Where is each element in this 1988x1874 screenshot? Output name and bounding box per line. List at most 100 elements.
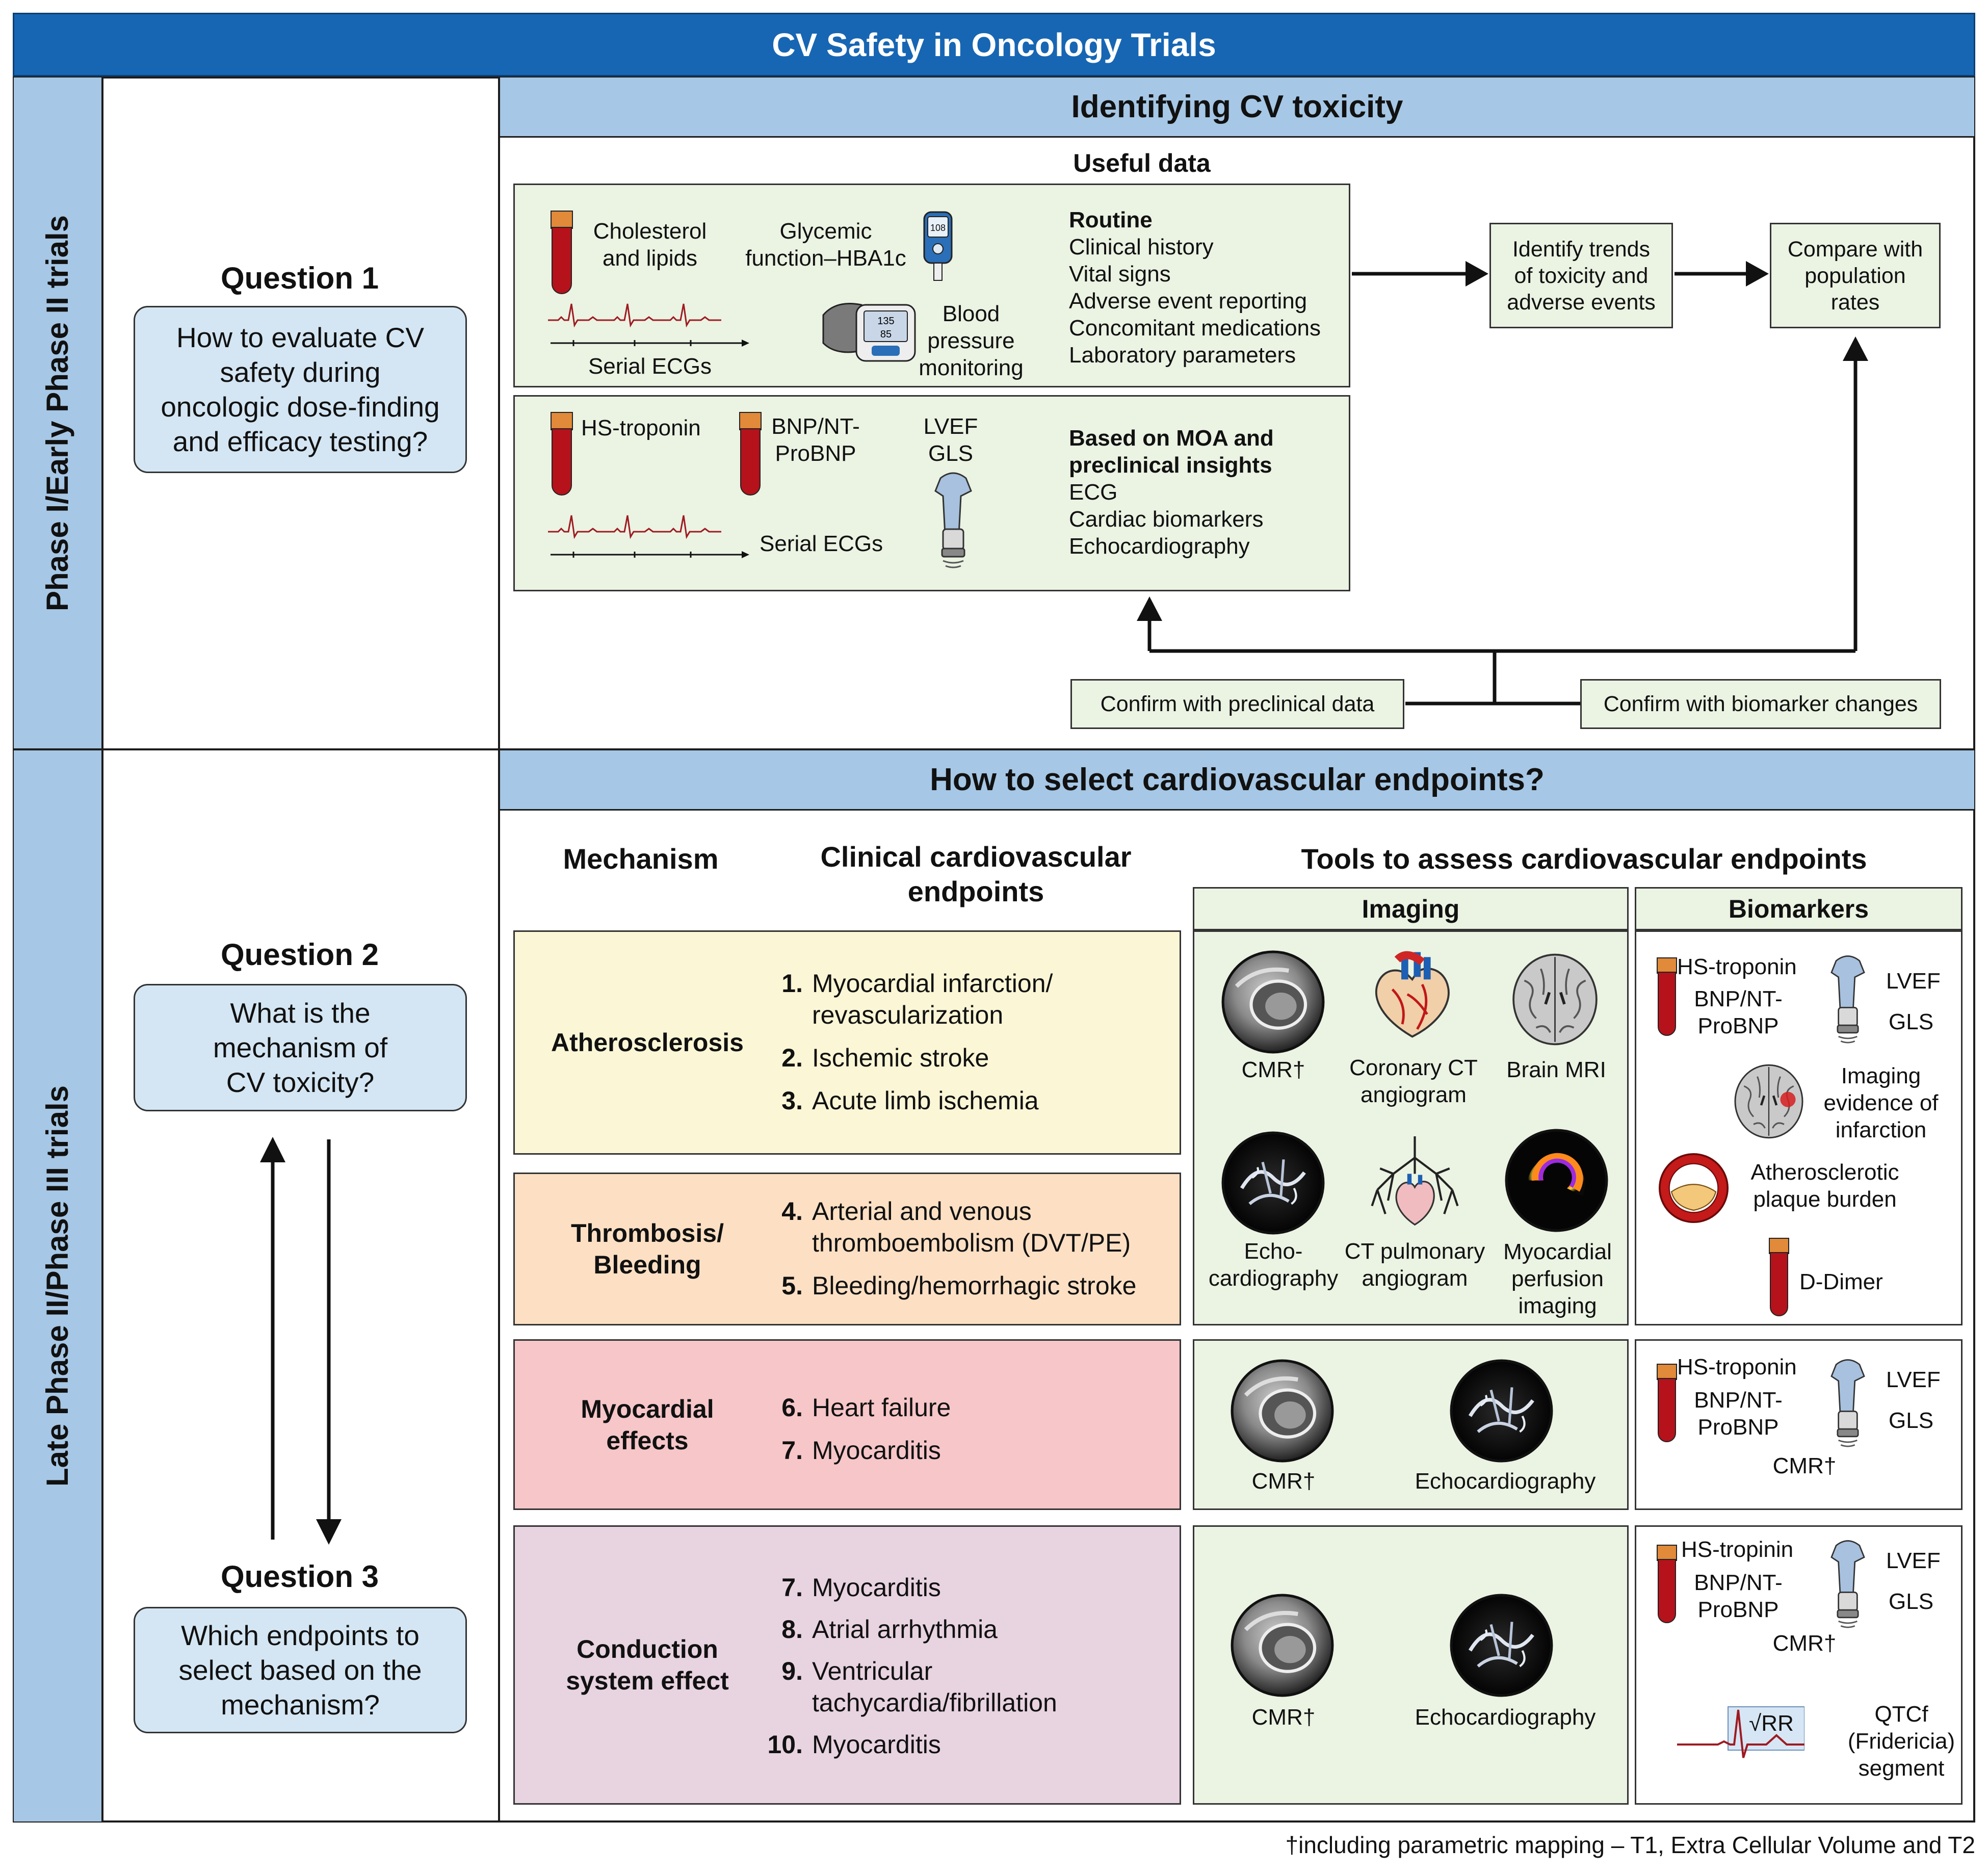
identifying-cv-toxicity-header: Identifying CV toxicity: [500, 77, 1974, 138]
lvef-label: LVEF: [1886, 1367, 1941, 1392]
question-1-title: Question 1: [220, 261, 379, 295]
biomarkers-panel-1: HS-troponin BNP/NT- ProBNP LVEF GLS Imag…: [1635, 930, 1963, 1325]
endpoint-item: 7.Myocarditis: [781, 1573, 941, 1602]
footnote: †including parametric mapping – T1, Extr…: [1285, 1832, 1975, 1858]
moa-item: Echocardiography: [1069, 534, 1250, 559]
cmr-label: CMR†: [1251, 1704, 1316, 1730]
endpoint-item: 1.Myocardial infarction/ revascularizati…: [781, 969, 1053, 1029]
glucometer-reading: 108: [930, 223, 946, 233]
glycemic-label: Glycemic function–HBA1c: [745, 219, 906, 271]
serial-ecgs-label: Serial ECGs: [588, 353, 712, 379]
biomarkers-panel-3: HS-tropinin BNP/NT- ProBNP LVEF GLS CMR†…: [1635, 1525, 1963, 1805]
mechanism-column-header: Mechanism: [563, 843, 719, 875]
brain-mri-label: Brain MRI: [1506, 1057, 1606, 1082]
timeline-arrow-icon: [548, 338, 752, 348]
blood-vial-icon: [1769, 1238, 1789, 1316]
endpoint-item: 2.Ischemic stroke: [781, 1044, 989, 1072]
arrow-head-icon: [1137, 596, 1162, 621]
endpoint-item: 10.Myocarditis: [767, 1730, 941, 1759]
arrow-head-icon: [1843, 336, 1868, 361]
routine-item: Clinical history: [1069, 235, 1214, 259]
question-1-box: How to evaluate CV safety during oncolog…: [134, 306, 467, 473]
qtcf-label: QTCf (Fridericia) segment: [1847, 1701, 1955, 1781]
moa-data-box: HS-troponin BNP/NT- ProBNP LVEF GLS Seri…: [513, 395, 1350, 591]
imaging-evidence-label: Imaging evidence of infarction: [1823, 1063, 1939, 1142]
mechanism-name: Myocardial effects: [581, 1394, 714, 1455]
ultrasound-probe-icon: [1820, 1534, 1876, 1631]
confirm-biomarker-box: Confirm with biomarker changes: [1580, 679, 1941, 729]
mechanism-name: Atherosclerosis: [551, 1028, 744, 1057]
phase2-side-label: Late Phase II/Phase III trials: [40, 1085, 75, 1487]
question-2-title: Question 2: [220, 937, 379, 972]
endpoint-item: 8.Atrial arrhythmia: [781, 1615, 998, 1644]
ddimer-label: D-Dimer: [1799, 1269, 1883, 1294]
column-divider-2: [498, 76, 500, 1823]
sqrt-rr-label: √RR: [1749, 1711, 1794, 1736]
routine-item: Adverse event reporting: [1069, 289, 1307, 314]
bnp-label: BNP/NT- ProBNP: [1694, 1570, 1783, 1622]
mechanism-name: Conduction system effect: [566, 1635, 729, 1695]
moa-item: Cardiac biomarkers: [1069, 507, 1264, 532]
select-endpoints-header: How to select cardiovascular endpoints?: [500, 750, 1974, 811]
compare-population-box: Compare with population rates: [1770, 223, 1941, 328]
cmr-image-icon: [1221, 950, 1325, 1054]
serial-ecgs-label: Serial ECGs: [760, 531, 883, 556]
question-3-box: Which endpoints to select based on the m…: [134, 1607, 467, 1733]
hs-tropinin-label: HS-tropinin: [1681, 1537, 1794, 1562]
endpoint-item: 3.Acute limb ischemia: [781, 1086, 1039, 1115]
column-divider-1: [101, 76, 103, 1823]
bnp-label: BNP/NT- ProBNP: [1694, 1387, 1783, 1440]
endpoint-item: 7.Myocarditis: [781, 1436, 941, 1465]
blood-vial-icon: [1657, 1545, 1677, 1623]
question-3-title: Question 3: [220, 1559, 379, 1594]
blood-pressure-label: Blood pressure monitoring: [919, 301, 1024, 380]
blood-vial-icon: [1657, 957, 1677, 1036]
cmr-label: CMR†: [1251, 1468, 1316, 1494]
arrow-head-icon: [1466, 261, 1488, 287]
side-column-phase2: [14, 750, 101, 1821]
moa-item: ECG: [1069, 480, 1118, 505]
atherosclerosis-row: Atherosclerosis 1.Myocardial infarction/…: [513, 930, 1181, 1155]
routine-title: Routine: [1069, 207, 1153, 232]
routine-item: Laboratory parameters: [1069, 343, 1296, 368]
coronary-ct-label: Coronary CT angiogram: [1349, 1055, 1478, 1107]
myocardial-effects-row: Myocardial effects 6.Heart failure 7.Myo…: [513, 1339, 1181, 1510]
plaque-artery-icon: [1657, 1151, 1731, 1225]
gls-label: GLS: [1889, 1009, 1934, 1034]
arrow-head-icon: [1746, 261, 1769, 287]
cmr-label: CMR†: [1772, 1453, 1837, 1478]
question-2-box: What is the mechanism of CV toxicity?: [134, 984, 467, 1111]
perfusion-image-icon: [1504, 1128, 1609, 1233]
cmr-image-icon: [1230, 1593, 1335, 1698]
hs-troponin-label: HS-troponin: [581, 415, 701, 440]
question-cycle-arrows: [260, 1137, 342, 1545]
lvef-label: LVEF: [1886, 969, 1941, 994]
echo-image-icon: [1449, 1359, 1554, 1463]
useful-data-label: Useful data: [1073, 149, 1211, 177]
ultrasound-probe-icon: [1820, 1354, 1876, 1450]
imaging-panel-1: CMR† Coronary CT angiogram Brain MRI Ech…: [1193, 930, 1629, 1325]
timeline-arrow-icon: [548, 550, 752, 560]
endpoint-item: 4.Arterial and venous thromboembolism (D…: [781, 1197, 1131, 1257]
imaging-panel-3: CMR† Echocardiography: [1193, 1525, 1629, 1805]
endpoint-item: 6.Heart failure: [781, 1393, 951, 1422]
echo-label: Echocardiography: [1415, 1704, 1596, 1730]
moa-title: Based on MOA and preclinical insights: [1069, 426, 1274, 478]
confirm-preclinical-box: Confirm with preclinical data: [1070, 679, 1404, 729]
gls-label: GLS: [1889, 1589, 1934, 1614]
main-title: CV Safety in Oncology Trials: [13, 13, 1975, 76]
lvef-gls-label: LVEF GLS: [923, 414, 978, 466]
coronary-heart-icon: [1363, 945, 1462, 1044]
blood-pressure-monitor-icon: 135 85: [821, 295, 918, 366]
cmr-image-icon: [1230, 1359, 1335, 1463]
identify-trends-box: Identify trends of toxicity and adverse …: [1489, 223, 1673, 328]
endpoint-item: 5.Bleeding/hemorrhagic stroke: [781, 1271, 1137, 1300]
blood-vial-icon: [551, 412, 573, 496]
cmr-label: CMR†: [1772, 1630, 1837, 1656]
biomarkers-panel-2: HS-troponin BNP/NT- ProBNP LVEF GLS CMR†: [1635, 1339, 1963, 1510]
imaging-panel-2: CMR† Echocardiography: [1193, 1339, 1629, 1510]
echo-image-icon: [1221, 1131, 1325, 1235]
biomarkers-header: Biomarkers: [1635, 887, 1963, 930]
bp-diastolic-reading: 85: [880, 329, 892, 340]
conduction-system-row: Conduction system effect 7.Myocarditis 8…: [513, 1525, 1181, 1805]
